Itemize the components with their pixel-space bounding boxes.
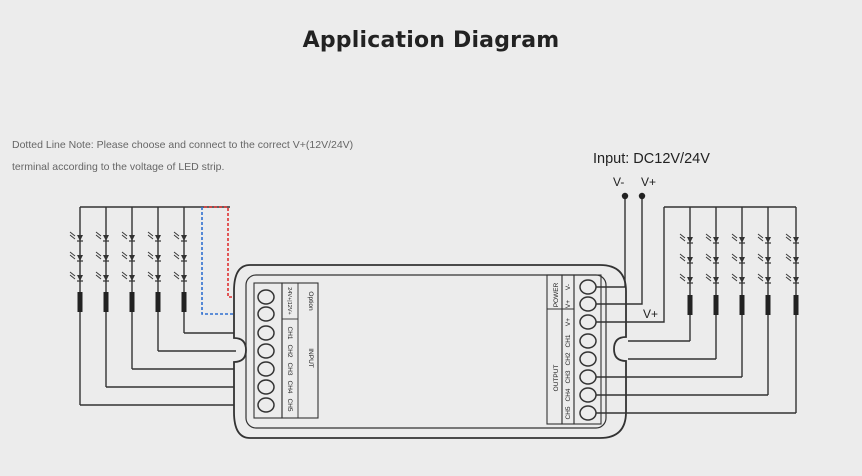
output-ch5-label: CH5: [565, 406, 572, 419]
power-vminus-label: V-: [565, 284, 572, 290]
input-header: INPUT: [307, 348, 314, 368]
power-header: POWER: [553, 282, 560, 307]
left-panel-labels: Option 24V+|12V+ INPUT CH1 CH2 CH3 CH4 C…: [286, 287, 314, 412]
input-voltage-label: Input: DC12V/24V: [593, 151, 710, 167]
vplus-pin: [638, 192, 646, 200]
input-ch3-label: CH3: [286, 362, 293, 375]
output-ch1-label: CH1: [565, 334, 572, 347]
output-header: OUTPUT: [553, 365, 560, 392]
input-ch4-label: CH4: [286, 380, 293, 393]
output-vplus-side-label: V+: [643, 307, 658, 321]
output-ch3-label: CH3: [565, 370, 572, 383]
dotted-wire-12v: [201, 207, 246, 315]
vminus-pin: [621, 192, 629, 200]
vplus-pin-label: V+: [641, 175, 656, 189]
left-terminal-block: [253, 282, 319, 419]
right-led-strip-resistors: [687, 295, 799, 315]
dotted-line-note: Dotted Line Note: Please choose and conn…: [12, 139, 354, 151]
left-led-symbols: [69, 231, 188, 282]
output-vplus-label: V+: [565, 318, 572, 326]
input-ch1-label: CH1: [286, 326, 293, 339]
page-title: Application Diagram: [302, 28, 560, 53]
right-panel-labels: POWER V- V+ OUTPUT V+ CH1 CH2 CH3 CH4 CH…: [553, 282, 572, 419]
power-input-wires: [596, 196, 643, 305]
right-terminal-block: [546, 274, 602, 425]
output-ch4-label: CH4: [565, 388, 572, 401]
input-ch5-label: CH5: [286, 398, 293, 411]
left-led-strip-resistors: [77, 292, 187, 312]
option-values: 24V+|12V+: [286, 287, 292, 314]
controller-body: [233, 264, 627, 439]
vminus-pin-label: V-: [613, 175, 624, 189]
input-ch2-label: CH2: [286, 344, 293, 357]
power-vplus-label: V+: [565, 300, 572, 308]
dotted-line-note-continued: terminal according to the voltage of LED…: [12, 161, 225, 173]
right-led-symbols: [679, 233, 800, 284]
option-header: Option: [307, 291, 314, 311]
output-ch2-label: CH2: [565, 352, 572, 365]
